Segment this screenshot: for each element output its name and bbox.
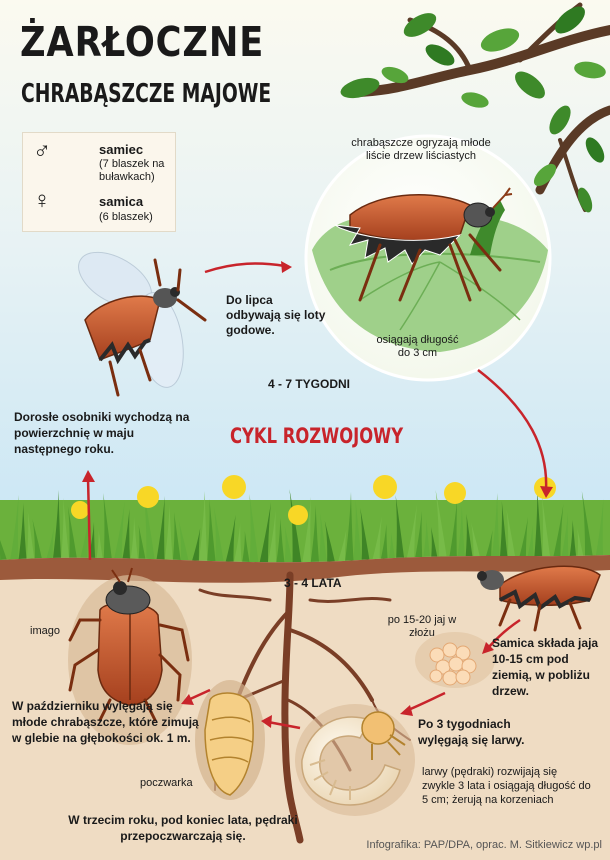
beetle-on-leaf-icon bbox=[334, 187, 513, 302]
grass-blade bbox=[395, 495, 406, 570]
flying-beetle-icon bbox=[78, 251, 207, 397]
grass-blade bbox=[435, 490, 449, 570]
laying-beetle-icon bbox=[477, 565, 601, 632]
grass-blade bbox=[447, 498, 458, 570]
grass-blade bbox=[335, 529, 347, 570]
grass-blade bbox=[324, 521, 337, 570]
female-symbol-icon: ♀ bbox=[33, 187, 51, 214]
third-year-note: W trzecim roku, pod koniec lata, pędraki… bbox=[68, 813, 298, 843]
cycle-title: CYKL ROZWOJOWY bbox=[230, 424, 404, 448]
grass-blade bbox=[550, 504, 564, 570]
grass-blade bbox=[541, 496, 552, 570]
legend-box: ♂ samiec (7 blaszek na buławkach) ♀ sami… bbox=[22, 132, 176, 232]
grass-blade bbox=[163, 504, 174, 570]
grass-blade bbox=[533, 488, 544, 570]
grass-blade bbox=[77, 514, 90, 570]
grass-blade bbox=[498, 501, 509, 570]
years-label: 3 - 4 LATA bbox=[284, 576, 342, 590]
eggs-icon bbox=[429, 642, 477, 686]
grass-blade bbox=[593, 499, 604, 570]
legend-male-desc: (7 blaszek na buławkach) bbox=[99, 158, 165, 183]
grass-blade bbox=[17, 503, 28, 570]
imago-label: imago bbox=[30, 625, 60, 637]
grass-blade bbox=[275, 518, 286, 570]
grass-blade bbox=[283, 526, 294, 570]
grass-blade bbox=[404, 503, 418, 570]
grass-blade bbox=[318, 513, 329, 570]
credit-line: Infografika: PAP/DPA, oprac. M. Sitkiewi… bbox=[366, 839, 602, 851]
grass-blade bbox=[143, 488, 157, 570]
hatch-note: Po 3 tygodniach wylęgają się larwy. bbox=[418, 717, 525, 747]
legend-male-label: samiec bbox=[99, 142, 144, 157]
grass-blade bbox=[559, 512, 569, 570]
grass-blade bbox=[154, 496, 165, 570]
grass-blade bbox=[189, 528, 201, 570]
grass-blade bbox=[352, 500, 363, 570]
tree-leaves bbox=[340, 6, 606, 213]
dandelions bbox=[71, 475, 556, 525]
grass-blade bbox=[8, 495, 19, 570]
arrow-flight-to-leaves bbox=[204, 262, 286, 274]
arrow-heads bbox=[82, 261, 553, 728]
grass-blade bbox=[309, 505, 320, 570]
grass-blade bbox=[214, 507, 225, 570]
grass-blade bbox=[344, 492, 354, 570]
grass-blade bbox=[464, 514, 475, 570]
grass-blade bbox=[67, 506, 79, 570]
grass-blade bbox=[369, 516, 382, 570]
pupa-icon bbox=[204, 692, 254, 796]
flight-note: Do lipca odbywają się loty godowe. bbox=[226, 293, 326, 337]
grass-blade bbox=[455, 506, 466, 570]
grass-blade bbox=[206, 499, 217, 570]
grass-blade bbox=[581, 491, 595, 570]
grass-blade bbox=[60, 498, 71, 570]
lays-note: Samica składa jaja 10-15 cm pod ziemią, … bbox=[492, 636, 599, 698]
pupa-label: poczwarka bbox=[140, 777, 193, 789]
grass-blade bbox=[249, 494, 260, 570]
arrow-imago-to-surface bbox=[86, 477, 92, 561]
legend-female-label: samica bbox=[99, 194, 144, 209]
grass-blade bbox=[32, 519, 45, 570]
grass-blade bbox=[490, 493, 501, 570]
grass-blade bbox=[111, 501, 125, 570]
grass-blade bbox=[266, 510, 277, 570]
grass-blade bbox=[120, 509, 131, 570]
length-note: osiągają długość do 3 cm bbox=[376, 334, 459, 359]
larva-icon bbox=[301, 711, 406, 806]
grass-blade bbox=[172, 512, 182, 570]
grass-blade bbox=[103, 493, 114, 570]
grass-blade bbox=[360, 508, 372, 570]
grass-blade bbox=[51, 490, 62, 570]
grass-blade bbox=[506, 509, 518, 570]
legend-female-desc: (6 blaszek) bbox=[99, 211, 153, 223]
grass-blade bbox=[223, 515, 236, 570]
emerge-note: Dorosłe osobniki wychodzą na powierzchni… bbox=[14, 410, 190, 456]
weeks-label: 4 - 7 TYGODNI bbox=[268, 377, 351, 391]
grass-blade bbox=[25, 511, 36, 570]
grass-blade bbox=[178, 520, 191, 570]
grass-blade bbox=[240, 531, 251, 570]
male-symbol-icon: ♂ bbox=[33, 137, 51, 164]
leaves-note: chrabąszcze ogryzają młode liście drzew … bbox=[351, 137, 491, 162]
grass-blade bbox=[258, 502, 271, 570]
page-title: ŻARŁOCZNE bbox=[20, 18, 265, 66]
grass-blade bbox=[197, 491, 208, 570]
grass-blade bbox=[129, 517, 139, 570]
grass-blade bbox=[232, 523, 243, 570]
arrow-leaves-to-soil bbox=[477, 369, 548, 491]
arrow-larva-to-pupa bbox=[267, 720, 301, 730]
page-subtitle: CHRABĄSZCZE MAJOWE bbox=[21, 79, 272, 109]
arrow-pupa-to-imago bbox=[187, 688, 211, 702]
grubs-note: larwy (pędraki) rozwijają się zwykle 3 l… bbox=[422, 766, 591, 806]
october-note: W październiku wylęgają się młode chrabą… bbox=[12, 699, 199, 745]
eggs-count-note: po 15-20 jaj w złożu bbox=[387, 614, 457, 639]
grass-blade bbox=[301, 497, 311, 570]
grass-blade bbox=[412, 511, 423, 570]
imago-icon bbox=[68, 567, 190, 722]
